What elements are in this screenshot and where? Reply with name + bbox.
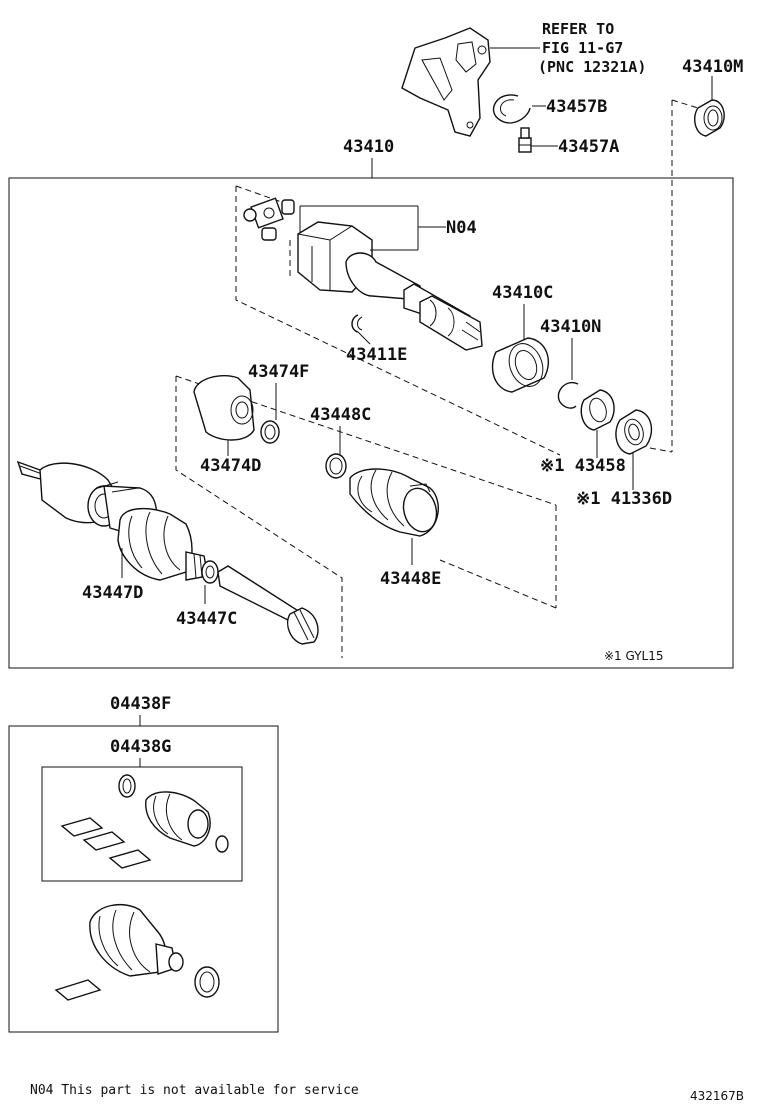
label-41336d: ※1 41336D — [576, 489, 672, 509]
label-04438g: 04438G — [110, 737, 171, 757]
boot-43448e — [349, 468, 439, 537]
label-43448c: 43448C — [310, 405, 371, 425]
label-n04: N04 — [446, 218, 477, 238]
bracket-part-drawing — [401, 27, 491, 137]
kit-f-grease-packet — [54, 979, 102, 1001]
note-gyl15: ※1 GYL15 — [604, 649, 664, 663]
refer-line2: FIG 11-G7 — [542, 39, 623, 57]
label-43474d: 43474D — [200, 456, 261, 476]
refer-line1: REFER TO — [542, 20, 614, 38]
kit-f-boot — [89, 903, 184, 977]
label-43447c: 43447C — [176, 609, 237, 629]
snap-ring-43410n — [557, 381, 579, 409]
clamp-43448c — [325, 453, 347, 479]
snap-ring-43457b — [493, 94, 531, 124]
inner-joint-housing — [297, 221, 483, 351]
bearing-43410m — [694, 99, 725, 137]
label-43458: ※1 43458 — [540, 456, 626, 476]
footer-note: N04 This part is not available for servi… — [30, 1083, 359, 1098]
label-43411e: 43411E — [346, 345, 407, 365]
kit-04438g-box — [41, 766, 243, 882]
label-43448e: 43448E — [380, 569, 441, 589]
bearing-43410c — [491, 337, 549, 393]
kit-g-boot — [145, 791, 211, 847]
kit-g-clamp-large — [215, 835, 229, 853]
kit-g-grease-packets — [60, 817, 152, 869]
assembly-43410-box — [8, 177, 734, 669]
tripod-joint-n04 — [243, 197, 295, 241]
kit-f-clamp — [194, 966, 220, 998]
label-43410: 43410 — [343, 137, 394, 157]
diagram-code: 432167B — [690, 1089, 744, 1103]
axle-shaft-outer — [16, 460, 319, 645]
kit-g-clamp-small — [118, 774, 136, 798]
label-43474f: 43474F — [248, 362, 309, 382]
clip-43411e — [351, 314, 363, 333]
damper-43474d — [193, 374, 255, 441]
refer-line3: (PNC 12321A) — [538, 58, 646, 76]
label-43447d: 43447D — [82, 583, 143, 603]
label-43457b: 43457B — [546, 97, 607, 117]
label-43410c: 43410C — [492, 283, 553, 303]
label-04438f: 04438F — [110, 694, 171, 714]
seal-43458 — [580, 389, 615, 431]
label-43410n: 43410N — [540, 317, 601, 337]
label-43457a: 43457A — [558, 137, 619, 157]
clamp-43474f — [260, 420, 280, 444]
kit-04438f-box — [8, 725, 279, 1033]
label-43410m: 43410M — [682, 57, 743, 77]
seal-41336d — [615, 409, 653, 455]
bolt-43457a — [518, 127, 532, 153]
